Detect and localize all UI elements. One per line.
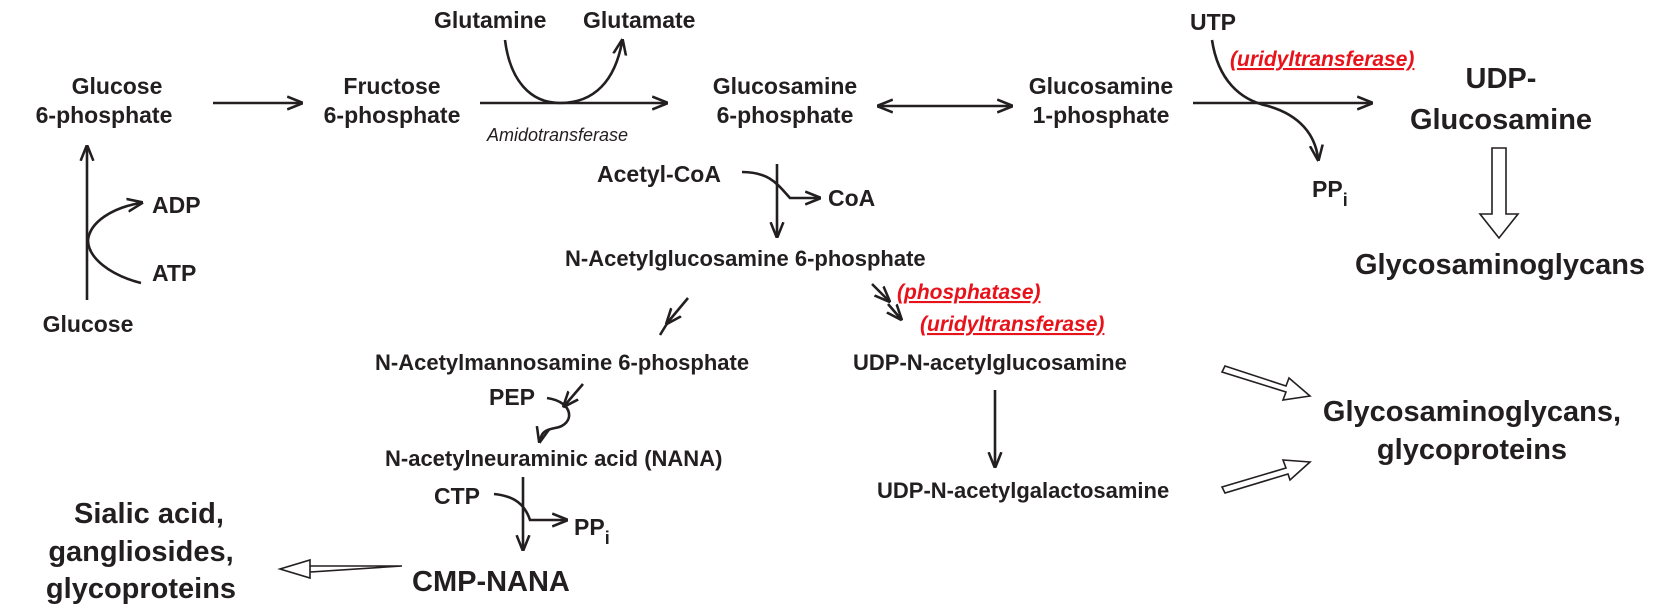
label-cmp-nana: CMP-NANA <box>412 566 570 598</box>
arrow-acetylcoa-to-coa <box>741 170 818 198</box>
label-glucose: Glucose <box>43 311 134 337</box>
label-glutamine: Glutamine <box>434 7 546 33</box>
label-sialic-acid-line2: gangliosides, <box>48 536 233 568</box>
label-ppi-bottom: PPi <box>574 514 610 548</box>
label-glutamate: Glutamate <box>583 7 695 33</box>
label-n-acetylglucosamine-6-phosphate: N-Acetylglucosamine 6-phosphate <box>565 246 926 271</box>
label-adp: ADP <box>152 192 201 218</box>
open-arrow-udpgcn-to-gag <box>1478 147 1520 240</box>
arrow-atp-to-adp <box>86 203 141 285</box>
label-ctp: CTP <box>434 483 480 509</box>
label-amidotransferase: Amidotransferase <box>486 125 628 145</box>
label-coa: CoA <box>828 185 875 211</box>
arrow-utp-to-ppi <box>1210 39 1318 158</box>
label-sialic-acid-line1: Sialic acid, <box>74 498 224 530</box>
label-glucose-6-phosphate-line1: Glucose <box>72 73 163 99</box>
label-uridyltransferase-mid: (uridyltransferase) <box>920 313 1104 336</box>
label-gag-gp-line2: glycoproteins <box>1377 434 1567 466</box>
open-arrow-cmpnana-to-sialic <box>277 558 403 580</box>
arrow-nacman6p-to-nana <box>565 383 584 405</box>
arrow-nacglcn6p-to-nacman6p-a <box>668 297 689 322</box>
open-arrow-udpnacgal-to-gaggp <box>1220 459 1312 494</box>
label-utp: UTP <box>1190 9 1236 35</box>
label-glucosamine-6-phosphate-line1: Glucosamine <box>713 73 857 99</box>
arrow-ctp-to-ppi <box>493 492 565 520</box>
label-sialic-acid-line3: glycoproteins <box>46 573 236 605</box>
label-ppi-top: PPi <box>1312 176 1348 210</box>
arrow-nacglcn6p-to-udpnacglcn-a <box>871 283 888 300</box>
label-glucosamine-6-phosphate-line2: 6-phosphate <box>717 102 854 128</box>
arrow-nacglcn6p-to-udpnacglcn-b <box>888 303 900 318</box>
label-fructose-6-phosphate-line1: Fructose <box>343 73 440 99</box>
label-acetyl-coa: Acetyl-CoA <box>597 161 721 187</box>
label-pep: PEP <box>489 384 535 410</box>
label-glucosamine-1-phosphate-line2: 1-phosphate <box>1033 102 1170 128</box>
arrow-nacglcn6p-to-nacman6p-b <box>658 321 670 336</box>
open-arrow-udpnacglcn-to-gaggp <box>1220 365 1312 401</box>
label-fructose-6-phosphate-line2: 6-phosphate <box>324 102 461 128</box>
label-glucosamine-1-phosphate-line1: Glucosamine <box>1029 73 1173 99</box>
label-glucose-6-phosphate-line2: 6-phosphate <box>36 102 173 128</box>
arrow-glutamine-to-glutamate <box>503 40 622 105</box>
label-uridyltransferase-top: (uridyltransferase) <box>1230 48 1414 71</box>
label-atp: ATP <box>152 260 196 286</box>
label-udp-n-acetylgalactosamine: UDP-N-acetylgalactosamine <box>877 478 1169 503</box>
label-phosphatase: (phosphatase) <box>897 281 1041 304</box>
label-gag-gp-line1: Glycosaminoglycans, <box>1323 396 1621 428</box>
label-glycosaminoglycans: Glycosaminoglycans <box>1355 249 1645 281</box>
label-nana: N-acetylneuraminic acid (NANA) <box>385 446 722 471</box>
arrow-pep-to-nana <box>540 396 571 440</box>
label-udp-n-acetylglucosamine: UDP-N-acetylglucosamine <box>853 350 1127 375</box>
label-n-acetylmannosamine-6-phosphate: N-Acetylmannosamine 6-phosphate <box>375 350 749 375</box>
label-udp-glucosamine-line2: Glucosamine <box>1410 104 1592 136</box>
label-udp-glucosamine-line1: UDP- <box>1466 63 1537 95</box>
